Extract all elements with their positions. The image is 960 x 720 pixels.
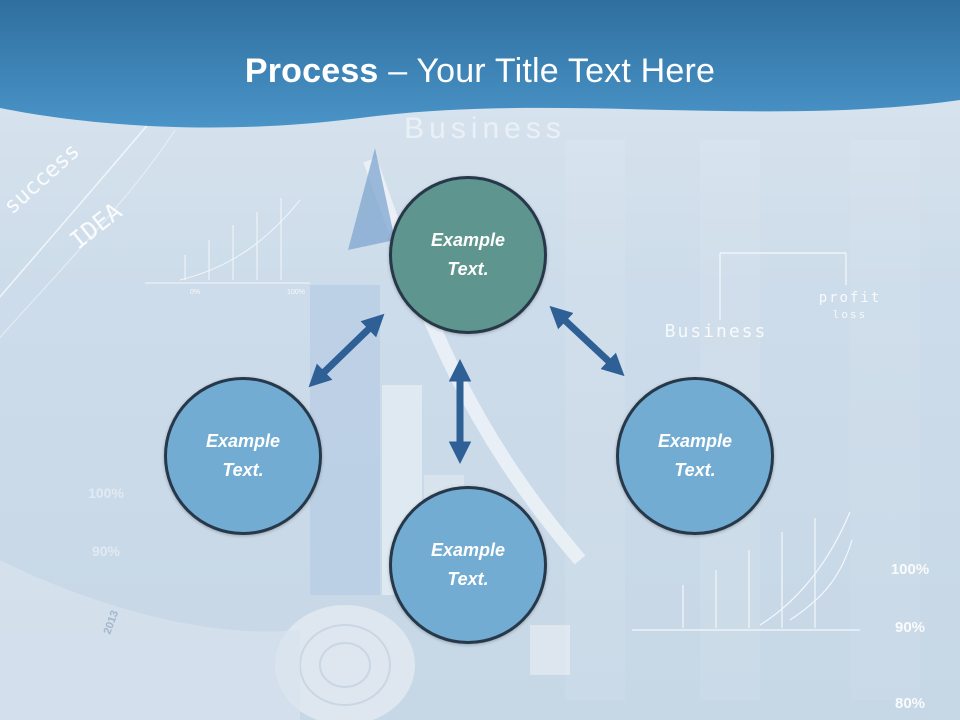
slide-title: Process – Your Title Text Here — [0, 52, 960, 91]
bg-text-loss: loss — [833, 308, 868, 321]
bg-text-pct-100-right: 100% — [891, 561, 929, 578]
bg-text-pct-80-right: 80% — [895, 695, 925, 712]
bg-text-business-large: Business — [404, 112, 566, 145]
bg-text-pct-100-left: 100% — [88, 485, 124, 501]
column-decoration — [850, 140, 920, 700]
arrow-top-left — [308, 313, 385, 388]
bg-text-small-0: 0% — [190, 289, 200, 296]
title-rest: – Your Title Text Here — [378, 52, 716, 90]
column-decoration — [565, 140, 625, 700]
mini-chart-left — [145, 198, 310, 284]
title-bold: Process — [244, 52, 379, 90]
bar-decoration — [530, 625, 570, 675]
mini-chart-right — [632, 252, 860, 631]
bg-text-pct-90-right: 90% — [895, 619, 925, 636]
arrow-top-right — [549, 305, 625, 377]
growth-curve-decoration — [363, 157, 586, 565]
growth-arrowhead-decoration — [348, 148, 395, 250]
bg-text-small-100: 100% — [287, 289, 305, 296]
bg-text-business-small: Business — [665, 321, 768, 342]
paper-sheet-decoration — [0, 560, 300, 720]
title-band-shape — [0, 0, 960, 128]
title-band — [0, 0, 960, 128]
bg-text-pct-90-left: 90% — [92, 543, 121, 559]
paper-roll-decoration — [319, 642, 371, 688]
bg-text-profit: profit — [819, 290, 882, 306]
arc-decoration — [0, 109, 161, 298]
arc-decoration — [0, 129, 176, 339]
